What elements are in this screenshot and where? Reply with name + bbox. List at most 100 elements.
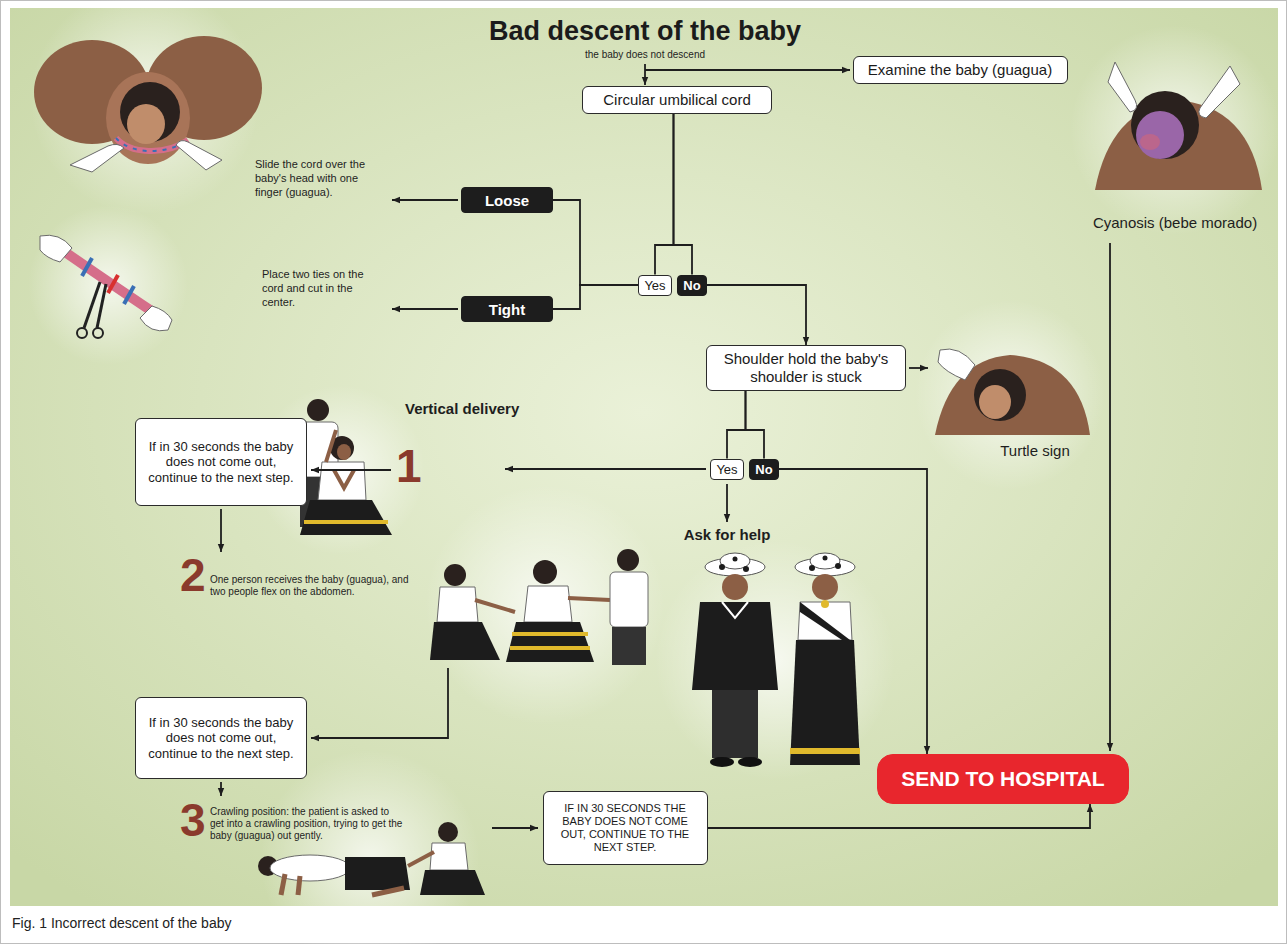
abdominal-pressure-illustration [617,549,639,571]
process-box: Shoulder hold the baby's shoulder is stu… [706,345,906,391]
layout-arrow [1109,243,1111,751]
helpers-illustration [812,574,838,600]
option-box: Tight [461,296,553,322]
cyanosis-illustration [1136,111,1184,159]
abdominal-pressure-illustration [506,622,594,662]
step-number: 2 [180,552,206,598]
flow-connector [655,114,674,275]
step-box: If in 30 seconds the baby does not come … [135,697,307,779]
layout-arrow [909,367,928,369]
layout-arrow [311,668,448,738]
layout-arrow [221,64,1110,828]
step-number: 1 [396,443,422,489]
connector-group [553,114,1090,828]
cord-tie-illustration [82,258,92,276]
step-number: 3 [180,797,206,843]
crawling-position-illustration [408,852,434,866]
subtitle: the baby does not descend [545,49,745,62]
node-text: If in 30 seconds the baby does not come … [144,439,298,486]
helpers-illustration [692,553,860,767]
helpers-illustration [712,690,758,758]
node-text: No [683,278,700,293]
helpers-illustration [790,748,860,754]
layout-arrow [645,69,850,71]
figure-label: Cyanosis (bebe morado) [1082,214,1268,233]
cyanosis-illustration [1095,62,1262,190]
decision-yes: Yes [638,275,672,296]
figure-caption: Fig. 1 Incorrect descent of the baby [12,915,231,931]
node-text: Circular umbilical cord [603,91,751,109]
helpers-illustration [823,556,828,561]
helpers-illustration [733,557,738,562]
crawling-position-illustration [438,822,458,842]
abdominal-pressure-illustration [610,572,648,627]
cord-tie-illustration [55,245,165,320]
vertical-delivery-illustration [334,470,354,488]
crawling-position-illustration [345,857,410,890]
cord-slide-illustration [127,104,165,144]
cord-tie-illustration [40,235,172,338]
helpers-illustration [719,564,725,570]
abdominal-pressure-illustration [512,632,588,636]
cord-slide-illustration [70,144,124,172]
layout-arrow [220,509,222,552]
helpers-illustration [821,600,829,608]
background-panel [260,750,480,944]
cyanosis-illustration [1199,66,1240,118]
cord-tie-illustration [40,235,72,262]
vertical-delivery-illustration [300,500,392,535]
flow-connector [746,391,765,459]
cyanosis-illustration [1131,91,1199,159]
abdominal-pressure-illustration [612,627,646,665]
crawling-position-illustration [281,874,285,895]
abdominal-pressure-illustration [444,564,466,586]
crawling-position-illustration [372,888,404,895]
turtle-sign-illustration [938,349,975,380]
cord-tie-illustration [140,306,172,331]
alert-box: SEND TO HOSPITAL [877,754,1129,804]
figure-label: Vertical delivery [405,400,519,419]
helpers-illustration [692,602,778,690]
option-box: Loose [461,187,553,213]
node-text: IF IN 30 SECONDS THE BABY DOES NOT COME … [550,802,701,855]
vertical-delivery-illustration [318,462,366,500]
decision-no: No [677,275,707,296]
figure-label: Turtle sign [985,442,1085,461]
helpers-illustration [809,565,815,571]
turtle-sign-illustration [979,385,1011,419]
crawling-position-illustration [298,876,300,895]
diagram-title: Bad descent of the baby [345,16,945,47]
node-text: Tight [489,301,525,318]
process-box: Circular umbilical cord [582,86,772,114]
background-panel [915,300,1105,490]
crawling-position-illustration [430,843,468,870]
helpers-illustration [722,602,748,618]
background-panel [655,540,895,780]
vertical-delivery-illustration [326,430,336,462]
layout-arrow [220,782,222,796]
decision-yes: Yes [710,459,744,480]
layout-arrow [392,199,458,201]
helpers-illustration [722,574,748,600]
node-text: No [755,462,772,477]
abdominal-pressure-illustration [524,586,572,622]
vertical-delivery-illustration [304,520,388,524]
step-box: IF IN 30 SECONDS THE BABY DOES NOT COME … [543,791,708,865]
figure-label: Ask for help [667,526,787,545]
vertical-delivery-illustration [337,444,351,460]
cord-slide-illustration [34,36,262,172]
background-panel [28,205,188,365]
instruction-note: Slide the cord over the baby's head with… [255,158,387,199]
turtle-sign-illustration [935,349,1090,435]
instruction-note: Crawling position: the patient is asked … [210,806,405,842]
helpers-illustration [743,566,749,572]
helpers-illustration [738,757,762,767]
abdominal-pressure-illustration [430,622,500,660]
instruction-note: One person receives the baby (guagua), a… [210,574,425,598]
helpers-illustration [835,563,841,569]
node-text: SEND TO HOSPITAL [901,767,1104,791]
node-text: Yes [716,462,737,477]
cord-tie-illustration [124,286,134,304]
instruction-note: Place two ties on the cord and cut in th… [262,268,387,309]
